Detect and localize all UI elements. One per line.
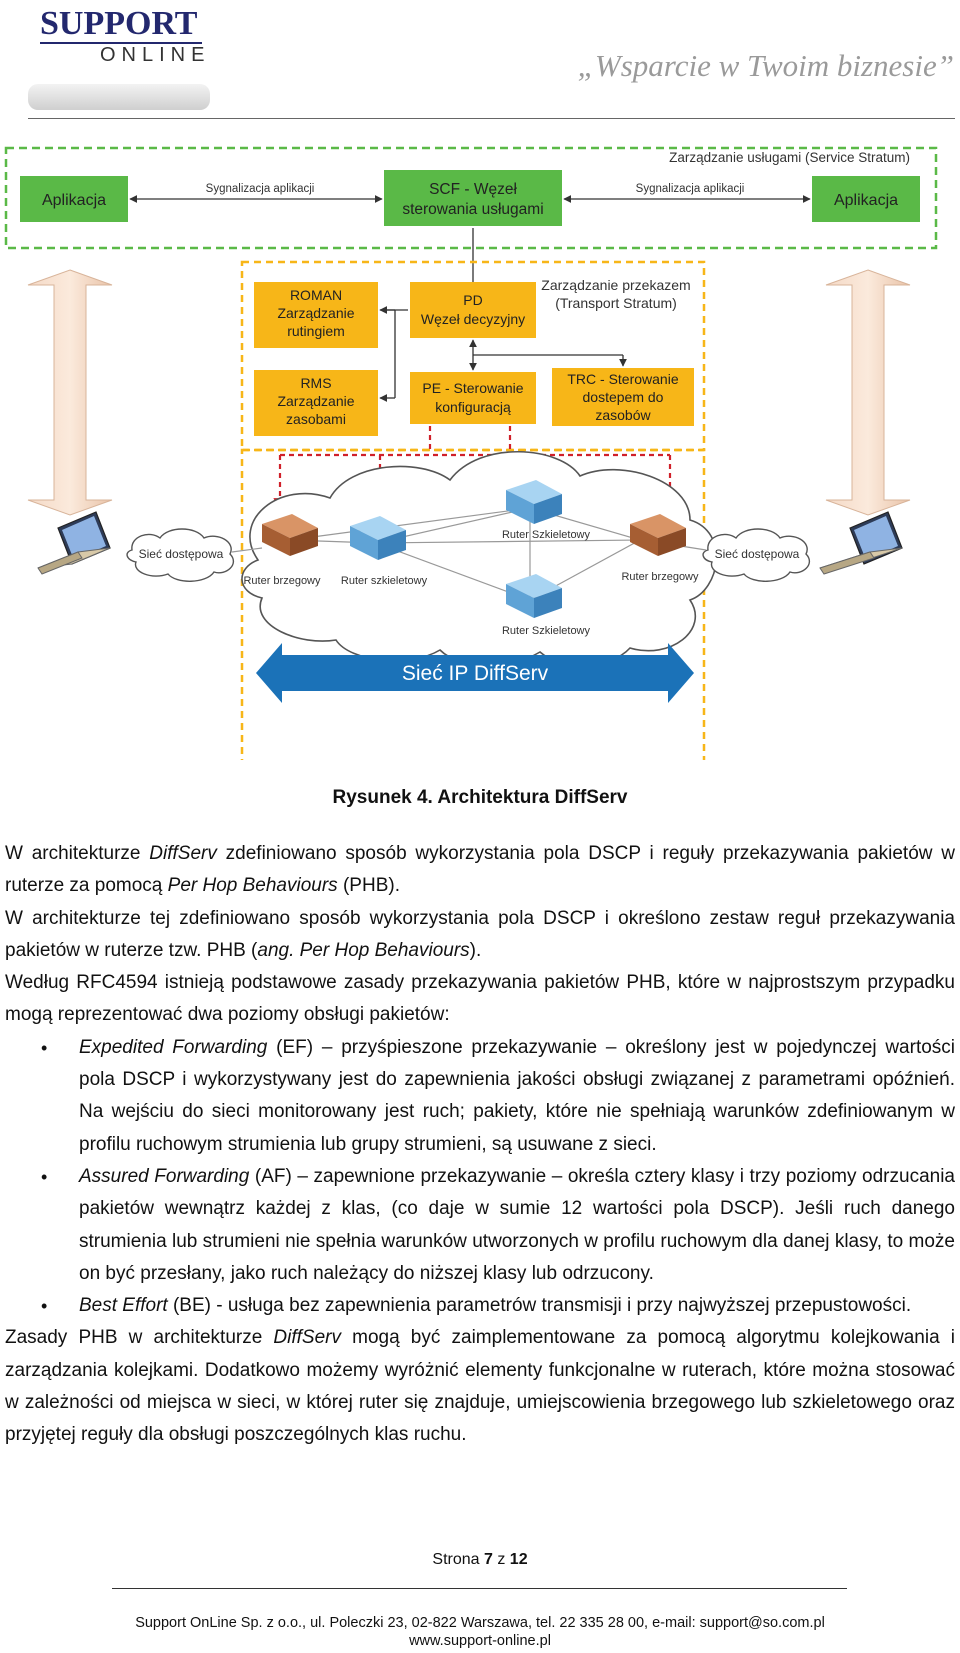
core-router-bottom-icon: [506, 574, 562, 618]
pe-label-2: konfiguracją: [435, 399, 511, 415]
footer-rule: [112, 1588, 847, 1589]
roman-label-3: rutingiem: [287, 323, 345, 339]
trc-box: [552, 368, 694, 426]
paragraph-4: Zasady PHB w architekturze DiffServ mogą…: [5, 1327, 955, 1446]
rms-label-2: Zarządzanie: [277, 393, 354, 409]
service-stratum-box: [4, 146, 938, 250]
scf-label-1: SCF - Węzeł: [429, 181, 517, 198]
slogan: „Wsparcie w Twoim biznesie”: [577, 48, 954, 83]
roman-label-2: Zarządzanie: [277, 305, 354, 321]
laptop-left-icon: [37, 511, 111, 575]
phb-list: Expedited Forwarding (EF) – przyśpieszon…: [5, 1032, 955, 1323]
roman-label-1: ROMAN: [290, 287, 342, 303]
transport-label-2: (Transport Stratum): [555, 295, 677, 311]
transport-label-1: Zarządzanie przekazem: [541, 277, 690, 293]
list-item-be: Best Effort (BE) - usługa bez zapewnieni…: [41, 1290, 955, 1323]
figure-caption: Rysunek 4. Architektura DiffServ: [332, 787, 628, 808]
edge-router-left-icon: [262, 514, 318, 556]
core-left-label: Ruter szkieletowy: [341, 575, 428, 587]
pd-label-2: Węzeł decyzyjny: [421, 311, 525, 327]
diffserv-diagram: Zarządzanie usługami (Service Stratum) A…: [4, 146, 938, 760]
core-router-left-icon: [350, 516, 406, 560]
trc-label-3: zasobów: [595, 407, 651, 423]
edge-right-label: Ruter brzegowy: [621, 571, 699, 583]
footer-website: www.support-online.pl: [409, 1633, 551, 1649]
core-cloud: [241, 451, 718, 667]
pe-box: [410, 372, 536, 424]
network-arrow: [256, 643, 694, 703]
header-rule: [28, 118, 955, 119]
footer-address: Support OnLine Sp. z o.o., ul. Poleczki …: [135, 1615, 825, 1631]
signal-left-label: Sygnalizacja aplikacji: [206, 183, 315, 195]
logo-word-support: SUPPORT: [40, 5, 198, 42]
network-label: Sieć IP DiffServ: [402, 662, 549, 685]
signal-right-label: Sygnalizacja aplikacji: [636, 183, 745, 195]
app-right-box: [812, 176, 920, 222]
access-cloud-right: [702, 528, 811, 582]
roman-box: [254, 282, 378, 348]
logo: SUPPORT: [40, 4, 197, 44]
rms-box: [254, 370, 378, 436]
logo-shadow: [28, 84, 210, 110]
scf-box: [384, 170, 562, 226]
network-box: [240, 448, 706, 760]
logo-rule: [40, 42, 202, 44]
trc-label-2: dostepem do: [583, 389, 664, 405]
access-cloud-left: [126, 528, 235, 582]
app-left-box: [20, 176, 128, 222]
trc-label-1: TRC - Sterowanie: [567, 371, 678, 387]
list-item-af: Assured Forwarding (AF) – zapewnione prz…: [41, 1161, 955, 1290]
logo-word-online: ONLINE: [100, 44, 211, 66]
paragraph-1: W architekturze DiffServ zdefiniowano sp…: [5, 843, 956, 897]
core-bottom-label: Ruter Szkieletowy: [502, 625, 591, 637]
page-number: Strona 7 z 12: [432, 1551, 528, 1568]
paragraph-2: W architekturze tej zdefiniowano sposób …: [5, 907, 955, 961]
core-router-top-icon: [506, 480, 562, 524]
left-peach-arrow: [27, 269, 113, 516]
service-stratum-label: Zarządzanie usługami (Service Stratum): [669, 150, 910, 165]
rms-label-3: zasobami: [286, 411, 346, 427]
pd-label-1: PD: [463, 292, 482, 308]
pe-label-1: PE - Sterowanie: [422, 380, 523, 396]
scf-label-2: sterowania usługami: [402, 201, 543, 218]
app-left-label: Aplikacja: [42, 192, 106, 209]
rms-label-1: RMS: [300, 375, 331, 391]
edge-router-right-icon: [630, 514, 686, 556]
edge-left-label: Ruter brzegowy: [243, 575, 321, 587]
list-item-ef: Expedited Forwarding (EF) – przyśpieszon…: [41, 1032, 955, 1161]
core-top-label: Ruter Szkieletowy: [502, 529, 591, 541]
body-text: W architekturze DiffServ zdefiniowano sp…: [5, 838, 955, 1452]
access-right-label: Sieć dostępowa: [715, 547, 800, 561]
app-right-label: Aplikacja: [834, 192, 898, 209]
right-peach-arrow: [825, 269, 911, 516]
paragraph-3: Według RFC4594 istnieją podstawowe zasad…: [5, 972, 955, 1026]
laptop-right-icon: [819, 511, 903, 575]
pd-box: [410, 282, 536, 338]
access-left-label: Sieć dostępowa: [139, 547, 224, 561]
